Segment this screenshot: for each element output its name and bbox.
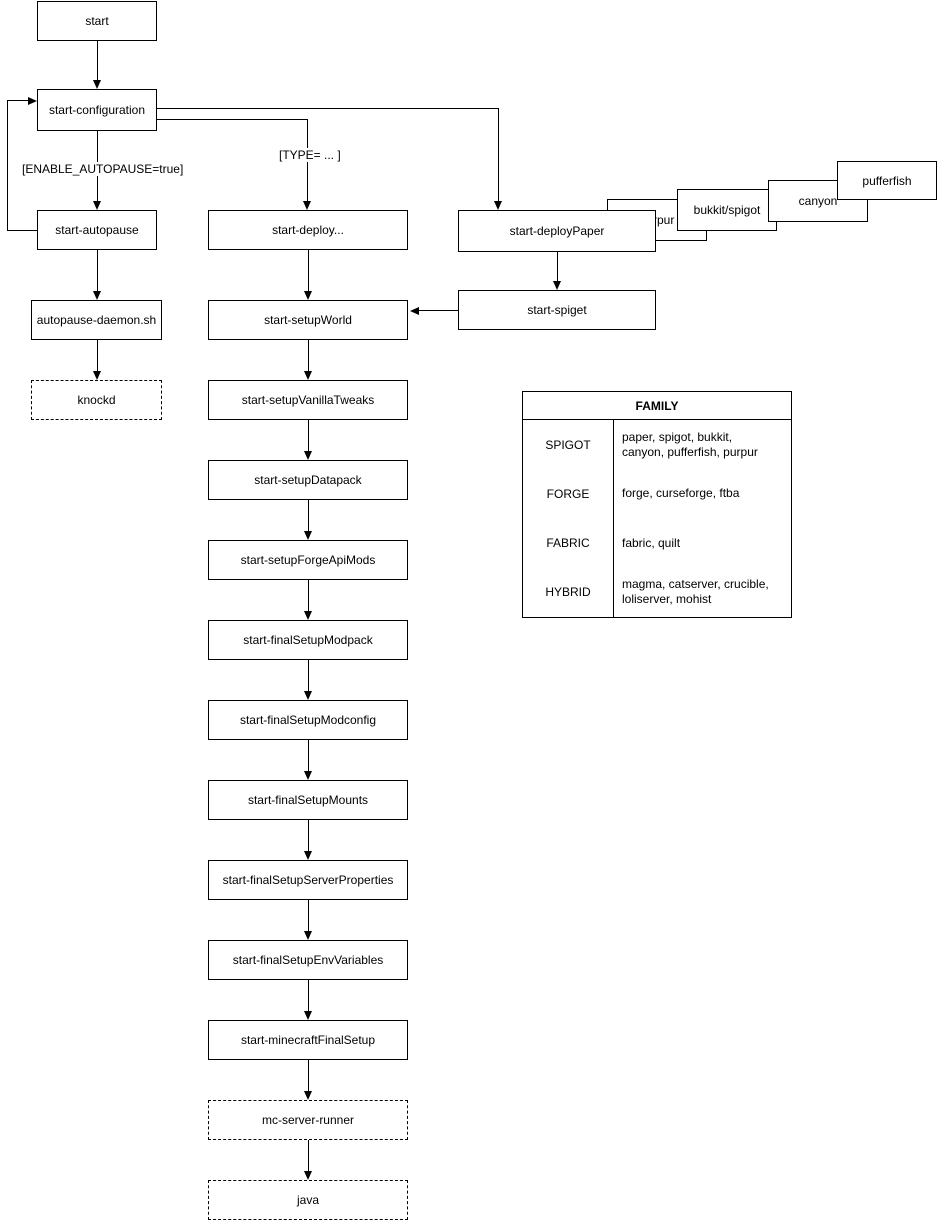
- edge-deploy-to-setupworld: [308, 250, 309, 291]
- edge-mcserverrunner-to-java: [308, 1140, 309, 1171]
- edge-envvariables-to-minecraftfinalsetup: [308, 980, 309, 1011]
- edge-configuration-to-deploypaper-h: [157, 108, 498, 109]
- arrowhead-down-icon: [93, 201, 101, 210]
- arrowhead-down-icon: [304, 771, 312, 780]
- edge-autopause-loop-vertical: [7, 100, 8, 231]
- node-bukkit-spigot: bukkit/spigot: [677, 189, 777, 231]
- node-start-setupforgeapimods: start-setupForgeApiMods: [208, 540, 408, 580]
- arrowhead-down-icon: [304, 371, 312, 380]
- node-knockd: knockd: [31, 380, 162, 420]
- arrowhead-down-icon: [304, 851, 312, 860]
- edge-deploypaper-to-spiget: [557, 252, 558, 281]
- arrowhead-down-icon: [304, 691, 312, 700]
- node-start-configuration: start-configuration: [37, 89, 157, 131]
- arrowhead-down-icon: [494, 201, 502, 210]
- edge-modpack-to-modconfig: [308, 660, 309, 691]
- arrowhead-down-icon: [93, 291, 101, 300]
- edge-configuration-to-deploypaper-v: [498, 108, 499, 201]
- edge-mounts-to-serverproperties: [308, 820, 309, 851]
- arrowhead-down-icon: [304, 1171, 312, 1180]
- edge-start-to-configuration: [97, 41, 98, 81]
- arrowhead-down-icon: [304, 451, 312, 460]
- node-start-finalsetupmodconfig: start-finalSetupModconfig: [208, 700, 408, 740]
- edge-autopause-loop-bottom: [7, 230, 37, 231]
- edge-label-type: [TYPE= ... ]: [278, 148, 342, 162]
- arrowhead-right-icon: [28, 97, 37, 105]
- family-row-forge-name: FORGE: [523, 469, 614, 519]
- edge-modconfig-to-mounts: [308, 740, 309, 771]
- family-table: FAMILY SPIGOT paper, spigot, bukkit, can…: [522, 391, 792, 618]
- node-autopause-daemon: autopause-daemon.sh: [31, 300, 162, 340]
- family-row-hybrid-name: HYBRID: [523, 567, 614, 617]
- family-table-title: FAMILY: [523, 392, 791, 420]
- node-start-finalsetupenvvariables: start-finalSetupEnvVariables: [208, 940, 408, 980]
- edge-serverproperties-to-envvariables: [308, 900, 309, 931]
- arrowhead-down-icon: [304, 1091, 312, 1100]
- family-row-hybrid-members: magma, catserver, crucible, loliserver, …: [622, 577, 769, 607]
- edge-configuration-to-deploy-h: [157, 119, 307, 120]
- node-start-finalsetupmodpack: start-finalSetupModpack: [208, 620, 408, 660]
- node-start: start: [37, 1, 157, 41]
- node-start-finalsetupmounts: start-finalSetupMounts: [208, 780, 408, 820]
- family-row-forge-members: forge, curseforge, ftba: [622, 486, 740, 501]
- edge-forgeapimods-to-modpack: [308, 580, 309, 611]
- node-start-spiget: start-spiget: [458, 290, 656, 330]
- node-start-deploypaper: start-deployPaper: [458, 210, 656, 252]
- family-row-fabric-name: FABRIC: [523, 518, 614, 568]
- arrowhead-left-icon: [410, 307, 419, 315]
- edge-minecraftfinalsetup-to-mcserverrunner: [308, 1060, 309, 1091]
- node-start-autopause: start-autopause: [37, 210, 157, 250]
- arrowhead-down-icon: [304, 931, 312, 940]
- family-row-spigot-name: SPIGOT: [523, 420, 614, 470]
- edge-vanillatweaks-to-datapack: [308, 420, 309, 451]
- edge-autopause-loop-top: [7, 100, 28, 101]
- node-start-finalsetupserverproperties: start-finalSetupServerProperties: [208, 860, 408, 900]
- node-start-setupworld: start-setupWorld: [208, 300, 408, 340]
- edge-spiget-to-setupworld: [419, 310, 458, 311]
- family-row-spigot-members: paper, spigot, bukkit, canyon, pufferfis…: [622, 429, 758, 459]
- edge-autopause-to-daemon: [97, 250, 98, 291]
- node-start-deploy: start-deploy...: [208, 210, 408, 250]
- arrowhead-down-icon: [304, 611, 312, 620]
- edge-daemon-to-knockd: [97, 340, 98, 371]
- family-table-body: SPIGOT paper, spigot, bukkit, canyon, pu…: [523, 420, 791, 617]
- arrowhead-down-icon: [303, 201, 311, 210]
- node-pufferfish: pufferfish: [837, 161, 937, 200]
- node-start-setupdatapack: start-setupDatapack: [208, 460, 408, 500]
- node-mc-server-runner: mc-server-runner: [208, 1100, 408, 1140]
- node-java: java: [208, 1180, 408, 1220]
- edge-label-enable-autopause: [ENABLE_AUTOPAUSE=true]: [21, 162, 185, 176]
- arrowhead-down-icon: [304, 291, 312, 300]
- node-start-setupvanillatweaks: start-setupVanillaTweaks: [208, 380, 408, 420]
- arrowhead-down-icon: [553, 281, 561, 290]
- node-start-minecraftfinalsetup: start-minecraftFinalSetup: [208, 1020, 408, 1060]
- arrowhead-down-icon: [304, 1011, 312, 1020]
- arrowhead-down-icon: [93, 80, 101, 89]
- edge-setupworld-to-vanillatweaks: [308, 340, 309, 371]
- arrowhead-down-icon: [93, 371, 101, 380]
- family-row-fabric-members: fabric, quilt: [622, 535, 681, 550]
- arrowhead-down-icon: [304, 531, 312, 540]
- edge-datapack-to-forgeapimods: [308, 500, 309, 531]
